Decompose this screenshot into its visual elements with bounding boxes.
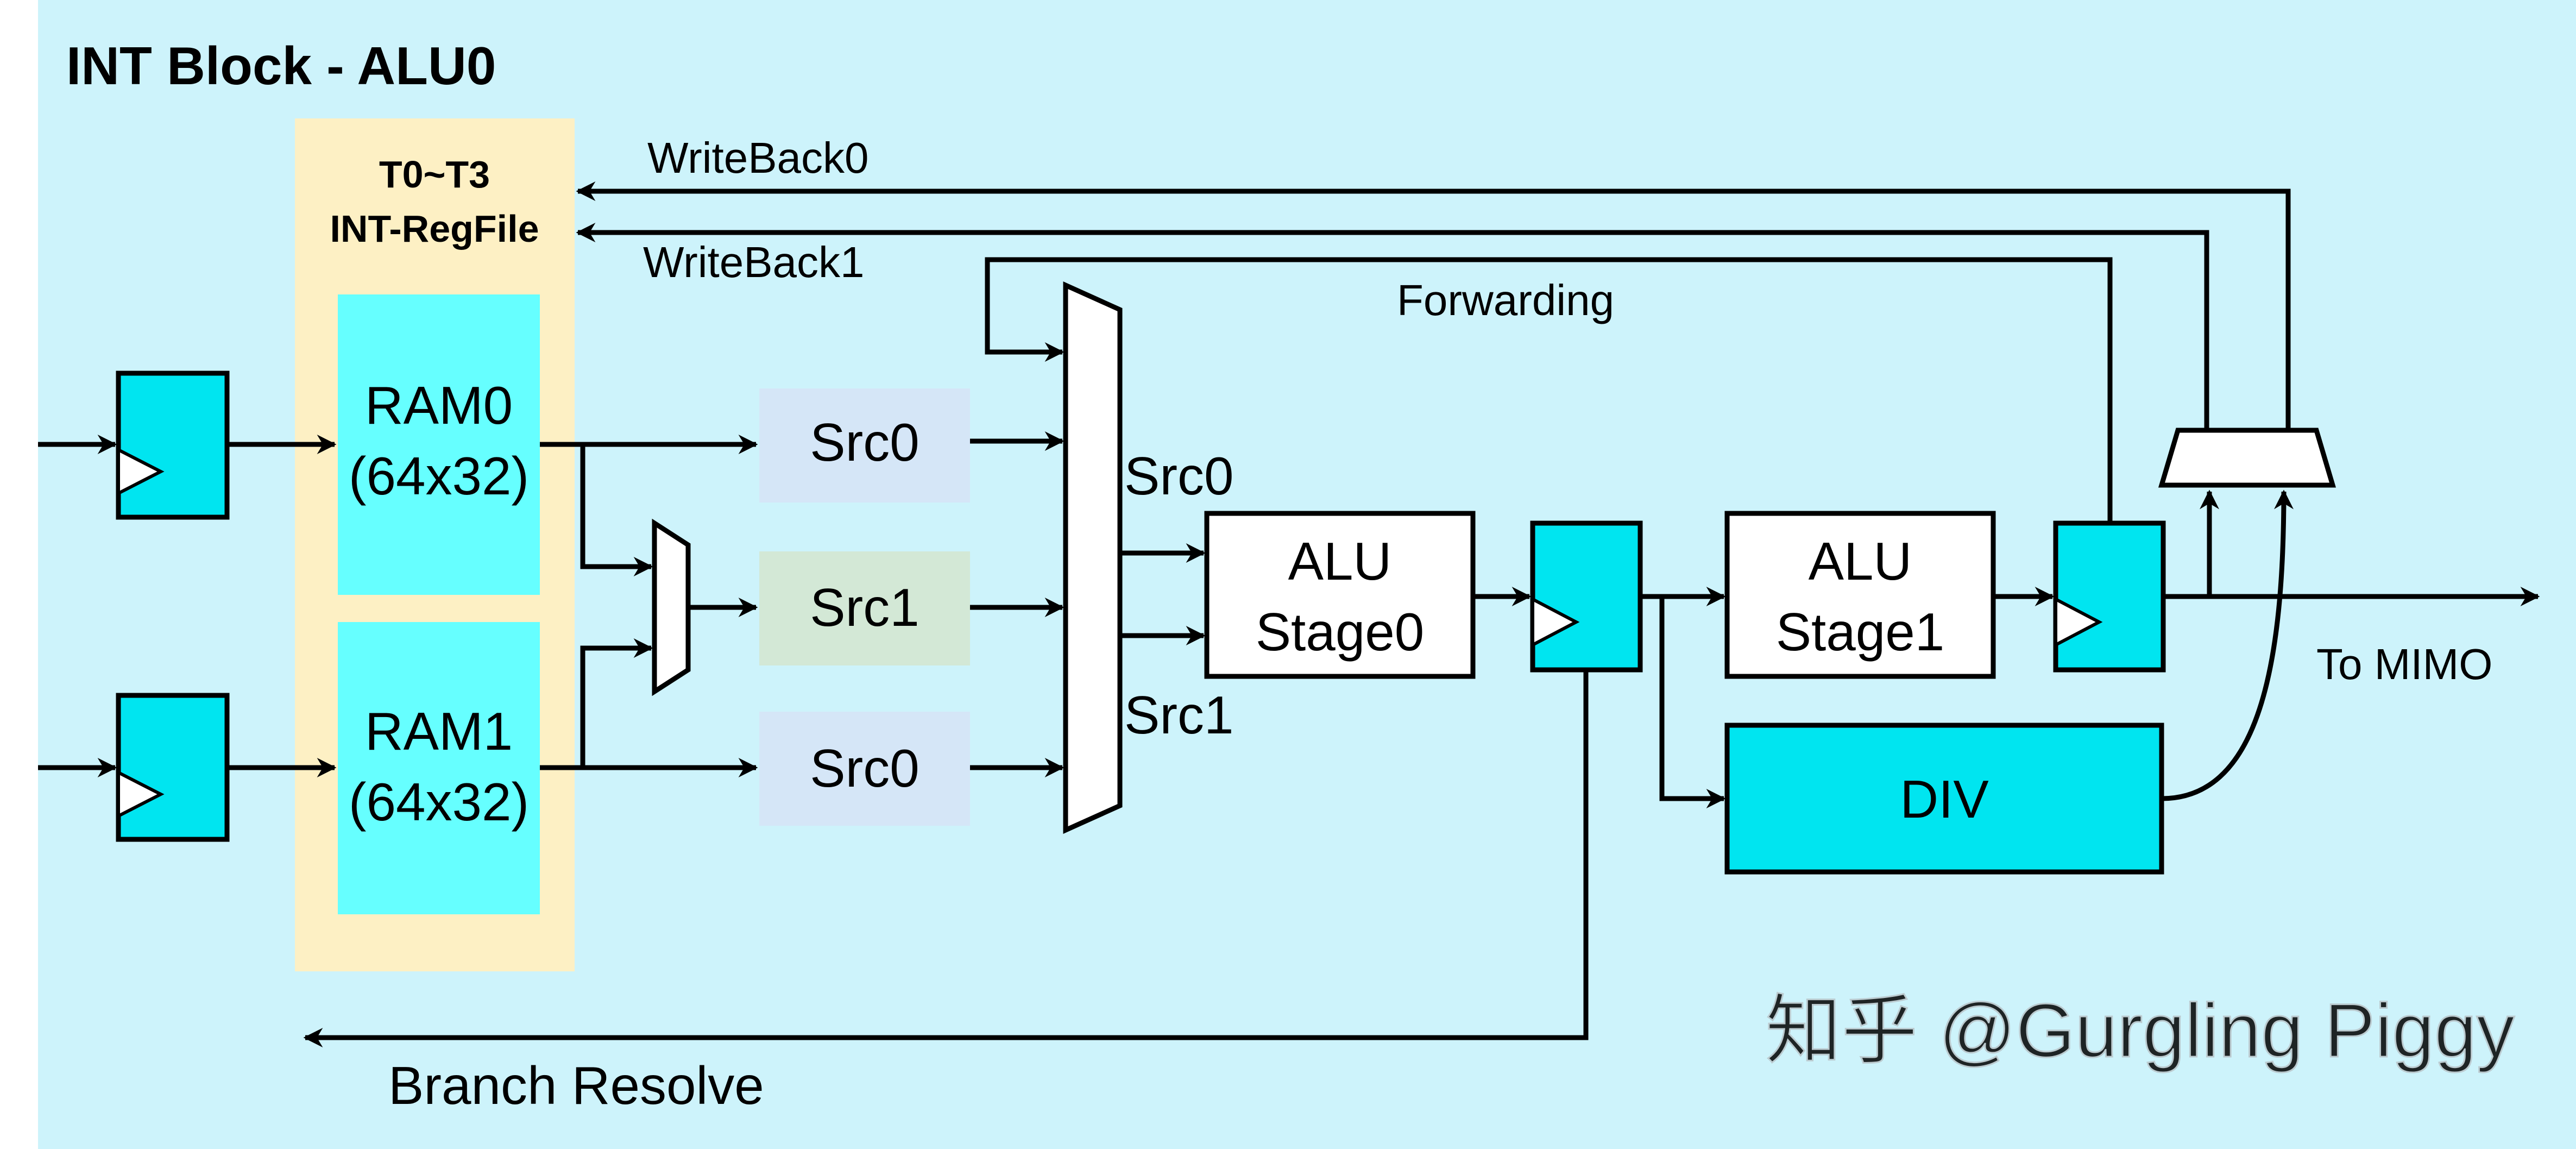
writeback1-label: WriteBack1 (643, 238, 865, 286)
ram0-block (338, 294, 540, 595)
forwarding-label: Forwarding (1397, 276, 1614, 324)
src0-box-bottom (759, 712, 970, 826)
writeback1-wire (576, 223, 2209, 430)
mux-output-src1-label: Src1 (1124, 685, 1234, 745)
alu-stage0-name: ALU (1288, 531, 1392, 591)
alu-stage0-block (1204, 511, 1476, 679)
ram1-size: (64x32) (349, 772, 529, 832)
to-mimo-label: To MIMO (2316, 640, 2492, 688)
forwarding-wire (985, 257, 2113, 523)
stage0-pipeline-register-clock-icon (1531, 597, 1580, 648)
stage1-pipeline-register-clock-icon (2054, 597, 2103, 648)
writeback-mux (2158, 428, 2336, 488)
stage0-pipeline-register (1530, 520, 1643, 673)
watermark: 知乎 @Gurgling Piggy (1766, 988, 2515, 1073)
ram0-size: (64x32) (349, 446, 529, 506)
div-to-wb-mux-wire (2161, 489, 2294, 801)
ram0-to-mux-wire (580, 444, 653, 576)
src1-box (759, 551, 970, 665)
ram0-name: RAM0 (365, 375, 513, 435)
input-register-0-clock-icon (117, 447, 165, 496)
reg-to-div-wire (1659, 597, 1726, 808)
writeback0-label: WriteBack0 (647, 134, 869, 182)
div-block (1724, 723, 2164, 875)
regfile-name-label: INT-RegFile (330, 208, 539, 250)
alu-stage1-name: ALU (1809, 531, 1912, 591)
ram1-block (338, 622, 540, 914)
input-register-1 (116, 693, 230, 842)
regfile-threads-label: T0~T3 (379, 153, 490, 196)
mux-output-src0-label: Src0 (1124, 446, 1234, 506)
ram1-to-mux-wire (580, 638, 653, 768)
diagram-title: INT Block - ALU0 (66, 36, 496, 96)
src1-box-label: Src1 (810, 577, 919, 637)
src1-select-mux (652, 518, 691, 696)
src0-box-top-label: Src0 (810, 412, 919, 472)
div-label: DIV (1900, 769, 1988, 829)
bypass-mux (1063, 281, 1123, 834)
writeback0-wire (576, 181, 2291, 430)
src0-box-top (759, 388, 970, 503)
ram1-name: RAM1 (365, 701, 513, 761)
input-register-1-clock-icon (117, 770, 165, 819)
src0-box-bottom-label: Src0 (810, 738, 919, 798)
alu-stage1-stage: Stage1 (1776, 602, 1945, 662)
stage1-pipeline-register (2053, 520, 2166, 673)
alu-stage0-stage: Stage0 (1256, 602, 1425, 662)
branch-resolve-label: Branch Resolve (388, 1056, 764, 1115)
branch-resolve-wire (303, 670, 1589, 1047)
input-register-0 (116, 371, 230, 520)
